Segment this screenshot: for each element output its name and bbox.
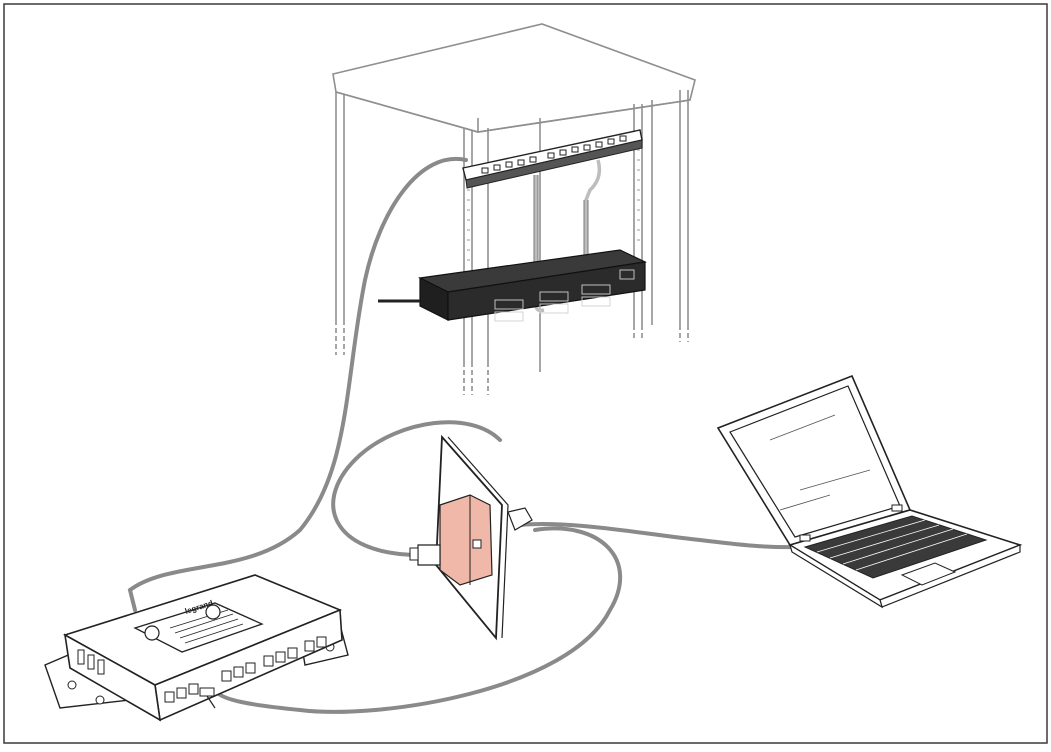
cables	[127, 156, 802, 714]
distribution-box: legrand	[44, 574, 349, 722]
laptop	[716, 374, 1023, 609]
keyboard-key-grid	[816, 519, 968, 571]
screen-reflection-lines	[769, 414, 871, 511]
laptop-touchpad	[900, 562, 957, 586]
cable-box-to-outlet	[213, 526, 623, 714]
rack-mounting-holes	[467, 149, 640, 261]
cable-outlet-to-laptop	[518, 521, 802, 550]
box-ports	[77, 636, 327, 703]
patch-panel	[462, 129, 643, 189]
rj45-plug-left	[417, 544, 441, 566]
rack-post-extensions	[335, 320, 689, 395]
network-switch	[378, 249, 648, 322]
rj45-plug-right	[507, 507, 533, 531]
box-indicator-right-icon	[205, 604, 221, 620]
cable-outlet-loop	[331, 420, 502, 557]
switch-ports	[494, 269, 635, 322]
box-indicator-left-icon	[144, 625, 160, 641]
wall-outlet	[409, 434, 533, 641]
cable-rack-to-box	[127, 156, 468, 612]
box-rj45-plug	[199, 687, 215, 697]
outlet-connector-highlight	[439, 494, 493, 586]
